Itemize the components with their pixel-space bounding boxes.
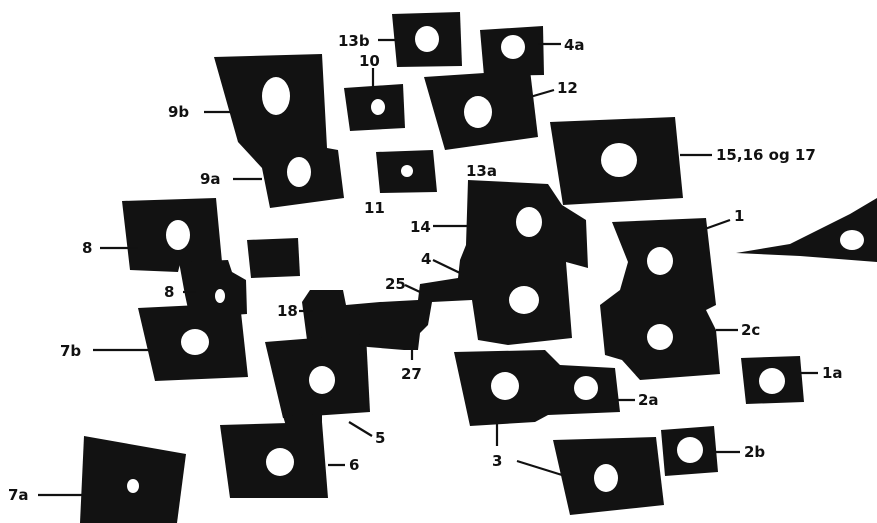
fragment-10 — [344, 84, 405, 131]
label-18: 18 — [277, 302, 298, 320]
label-13b: 13b — [338, 32, 370, 50]
label-1a: 1a — [822, 364, 843, 382]
fragment-9a-9b — [214, 54, 344, 208]
label-10: 10 — [359, 52, 380, 70]
label-6: 6 — [349, 456, 359, 474]
label-7a: 7a — [8, 486, 29, 504]
fragment-6 — [220, 414, 328, 498]
label-2b: 2b — [744, 443, 765, 461]
fragment-1-2c — [600, 218, 720, 380]
fragment-13b — [392, 12, 462, 67]
fragment-7b — [138, 303, 248, 381]
label-25: 25 — [385, 275, 406, 293]
label-7b: 7b — [60, 342, 81, 360]
fragment-2b — [661, 426, 718, 476]
label-9a: 9a — [200, 170, 221, 188]
label-5: 5 — [375, 429, 385, 447]
label-8-top: 8 — [82, 239, 92, 257]
label-8-mid: 8 — [164, 283, 174, 301]
label-9b: 9b — [168, 103, 189, 121]
fragment-15-16-17 — [550, 117, 683, 205]
label-2a: 2a — [638, 391, 659, 409]
fragment-needle — [736, 198, 877, 262]
label-14: 14 — [410, 218, 431, 236]
fragment-1a — [741, 356, 804, 404]
fragment-3-2a — [454, 350, 620, 426]
fragment-8-upper — [122, 198, 300, 318]
label-12: 12 — [557, 79, 578, 97]
fragment-7a — [80, 436, 186, 523]
label-13a: 13a — [466, 162, 497, 180]
label-27: 27 — [401, 365, 422, 383]
label-3: 3 — [492, 452, 502, 470]
fragment-3-lower — [553, 437, 664, 515]
fragment-12 — [424, 70, 538, 150]
fragment-11 — [376, 150, 437, 193]
label-1: 1 — [734, 207, 744, 225]
fragment-4a — [480, 26, 544, 76]
label-4: 4 — [421, 250, 431, 268]
fragment-5 — [265, 334, 370, 418]
label-11: 11 — [364, 199, 385, 217]
label-15-16-og-17: 15,16 og 17 — [716, 146, 816, 164]
label-4a: 4a — [564, 36, 585, 54]
label-2c: 2c — [741, 321, 760, 339]
